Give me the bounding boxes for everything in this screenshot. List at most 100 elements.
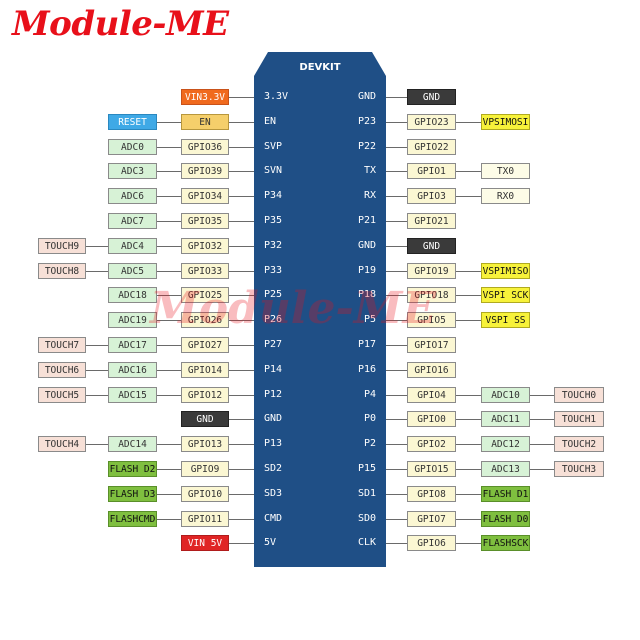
pin-label-p14: P14 (264, 364, 283, 375)
pin-tag-vin3-3v: VIN3.3V (181, 89, 229, 105)
connector-line (229, 171, 254, 172)
connector-line (456, 519, 481, 520)
pin-tag-gpio25: GPIO25 (181, 287, 229, 303)
connector-line (456, 320, 481, 321)
pin-tag-adc6: ADC6 (108, 188, 157, 204)
pin-tag-gpio14: GPIO14 (181, 362, 229, 378)
pin-tag-touch9: TOUCH9 (38, 238, 86, 254)
pin-label-p19: P19 (357, 265, 376, 276)
connector-line (86, 345, 108, 346)
pin-tag-adc10: ADC10 (481, 387, 530, 403)
connector-line (157, 221, 181, 222)
pin-tag-flashcmd: FLASHCMD (108, 511, 157, 527)
pin-label-p27: P27 (264, 339, 283, 350)
pin-tag-gpio0: GPIO0 (407, 411, 456, 427)
connector-line (386, 345, 407, 346)
connector-line (157, 295, 181, 296)
pin-tag-adc7: ADC7 (108, 213, 157, 229)
connector-line (229, 147, 254, 148)
connector-line (157, 395, 181, 396)
pin-tag-flash-d0: FLASH D0 (481, 511, 530, 527)
connector-line (386, 519, 407, 520)
connector-line (386, 543, 407, 544)
pin-tag-gpio12: GPIO12 (181, 387, 229, 403)
pin-tag-touch2: TOUCH2 (554, 436, 604, 452)
pin-label-p23: P23 (357, 116, 376, 127)
connector-line (456, 494, 481, 495)
connector-line (456, 444, 481, 445)
connector-line (386, 494, 407, 495)
pin-label-p12: P12 (264, 389, 283, 400)
pin-tag-en: EN (181, 114, 229, 130)
pin-tag-gpio8: GPIO8 (407, 486, 456, 502)
pin-tag-gpio18: GPIO18 (407, 287, 456, 303)
board-title: DEVKIT (299, 62, 341, 73)
connector-line (456, 469, 481, 470)
pin-tag-touch8: TOUCH8 (38, 263, 86, 279)
pin-label-p17: P17 (357, 339, 376, 350)
pin-tag-touch5: TOUCH5 (38, 387, 86, 403)
connector-line (386, 419, 407, 420)
connector-line (456, 419, 481, 420)
connector-line (456, 271, 481, 272)
pin-tag-gnd: GND (181, 411, 229, 427)
pin-label-p16: P16 (357, 364, 376, 375)
pin-tag-touch1: TOUCH1 (554, 411, 604, 427)
pin-tag-adc3: ADC3 (108, 163, 157, 179)
pin-tag-gpio35: GPIO35 (181, 213, 229, 229)
pin-label-3-3v: 3.3V (264, 91, 289, 102)
pin-tag-gpio2: GPIO2 (407, 436, 456, 452)
connector-line (456, 395, 481, 396)
pin-tag-adc14: ADC14 (108, 436, 157, 452)
pin-tag-gpio36: GPIO36 (181, 139, 229, 155)
connector-line (86, 246, 108, 247)
connector-line (386, 320, 407, 321)
connector-line (157, 246, 181, 247)
pin-tag-gpio17: GPIO17 (407, 337, 456, 353)
pin-label-svp: SVP (264, 141, 283, 152)
pin-label-p0: P0 (363, 413, 376, 424)
connector-line (386, 370, 407, 371)
pin-label-svn: SVN (264, 165, 283, 176)
pin-label-p25: P25 (264, 289, 283, 300)
connector-line (386, 171, 407, 172)
pin-label-sd2: SD2 (264, 463, 283, 474)
pin-tag-touch3: TOUCH3 (554, 461, 604, 477)
pin-tag-touch7: TOUCH7 (38, 337, 86, 353)
connector-line (229, 345, 254, 346)
pin-tag-adc4: ADC4 (108, 238, 157, 254)
connector-line (229, 320, 254, 321)
pin-tag-vspi-sck: VSPI SCK (481, 287, 530, 303)
pin-label-gnd: GND (357, 91, 376, 102)
pin-tag-adc5: ADC5 (108, 263, 157, 279)
pin-label-p4: P4 (363, 389, 376, 400)
pin-tag-touch0: TOUCH0 (554, 387, 604, 403)
pin-tag-gpio26: GPIO26 (181, 312, 229, 328)
connector-line (157, 147, 181, 148)
pin-tag-adc15: ADC15 (108, 387, 157, 403)
pin-tag-adc13: ADC13 (481, 461, 530, 477)
connector-line (157, 469, 181, 470)
pin-label-rx: RX (363, 190, 376, 201)
pin-tag-gpio19: GPIO19 (407, 263, 456, 279)
pin-label-p13: P13 (264, 438, 283, 449)
pin-label-5v: 5V (264, 537, 277, 548)
pin-tag-adc16: ADC16 (108, 362, 157, 378)
pin-label-p34: P34 (264, 190, 283, 201)
connector-line (86, 395, 108, 396)
pin-tag-adc11: ADC11 (481, 411, 530, 427)
pin-tag-adc18: ADC18 (108, 287, 157, 303)
connector-line (157, 494, 181, 495)
pin-label-p33: P33 (264, 265, 283, 276)
pin-label-p21: P21 (357, 215, 376, 226)
connector-line (229, 271, 254, 272)
pin-label-en: EN (264, 116, 277, 127)
pin-tag-gpio4: GPIO4 (407, 387, 456, 403)
connector-line (386, 221, 407, 222)
pin-tag-gpio21: GPIO21 (407, 213, 456, 229)
connector-line (157, 444, 181, 445)
pin-label-p5: P5 (363, 314, 376, 325)
pin-label-p32: P32 (264, 240, 283, 251)
pin-tag-adc19: ADC19 (108, 312, 157, 328)
pin-tag-gpio15: GPIO15 (407, 461, 456, 477)
